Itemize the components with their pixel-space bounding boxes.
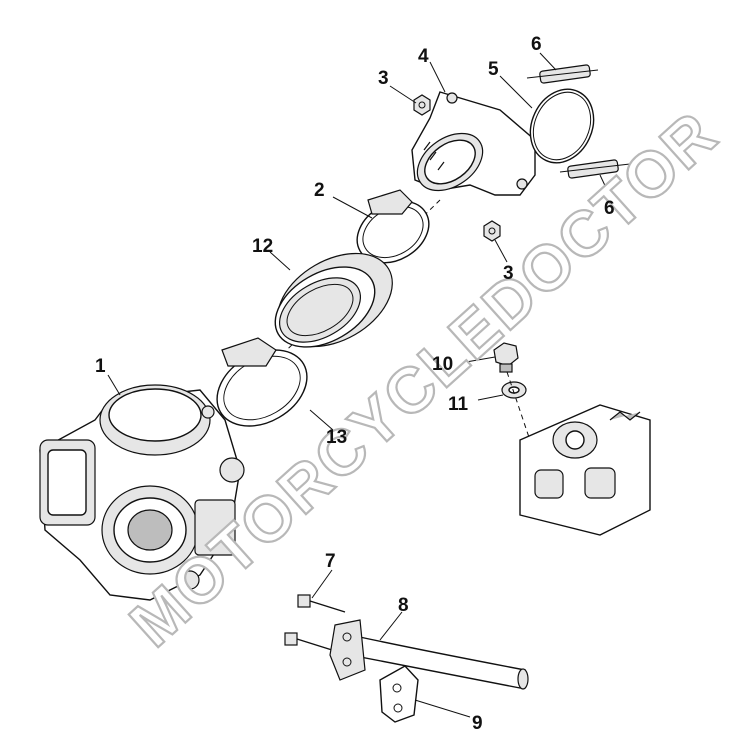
callout-6-upper: 6 — [531, 34, 542, 55]
callout-9: 9 — [472, 713, 483, 734]
callout-labels: 1 2 3 3 4 5 6 6 7 8 9 10 11 12 13 — [95, 34, 615, 734]
stud-lower-part — [559, 159, 631, 179]
callout-8: 8 — [398, 595, 409, 616]
nut-lower-part — [483, 220, 501, 242]
bolt-upper-part — [297, 594, 346, 613]
callout-10: 10 — [432, 354, 453, 375]
callout-3-lower: 3 — [503, 263, 514, 284]
stud-upper-part — [526, 64, 599, 84]
intake-manifold-part — [411, 91, 536, 196]
washer-part — [501, 381, 527, 399]
bracket-plate-part — [379, 665, 419, 723]
callout-1: 1 — [95, 356, 106, 377]
clamp-upper-part — [356, 189, 430, 264]
drain-plug-part — [493, 342, 519, 373]
bolt-lower-part — [284, 632, 333, 651]
callout-5: 5 — [488, 59, 499, 80]
clamp-lower-part — [216, 337, 308, 427]
callout-11: 11 — [448, 394, 469, 415]
callout-3-upper: 3 — [378, 68, 389, 89]
cylinder-head-reference — [519, 404, 651, 536]
breather-pipe-part — [329, 619, 529, 690]
intake-boot-part — [274, 252, 393, 348]
callout-13: 13 — [326, 427, 347, 448]
callout-4: 4 — [418, 46, 429, 67]
callout-7: 7 — [325, 551, 336, 572]
callout-2: 2 — [314, 180, 325, 201]
nut-upper-part — [413, 94, 431, 116]
callout-6-lower: 6 — [604, 198, 615, 219]
carburetor-part — [39, 384, 245, 601]
leader-lines — [107, 52, 609, 718]
callout-12: 12 — [252, 236, 273, 257]
o-ring-part — [529, 88, 595, 164]
